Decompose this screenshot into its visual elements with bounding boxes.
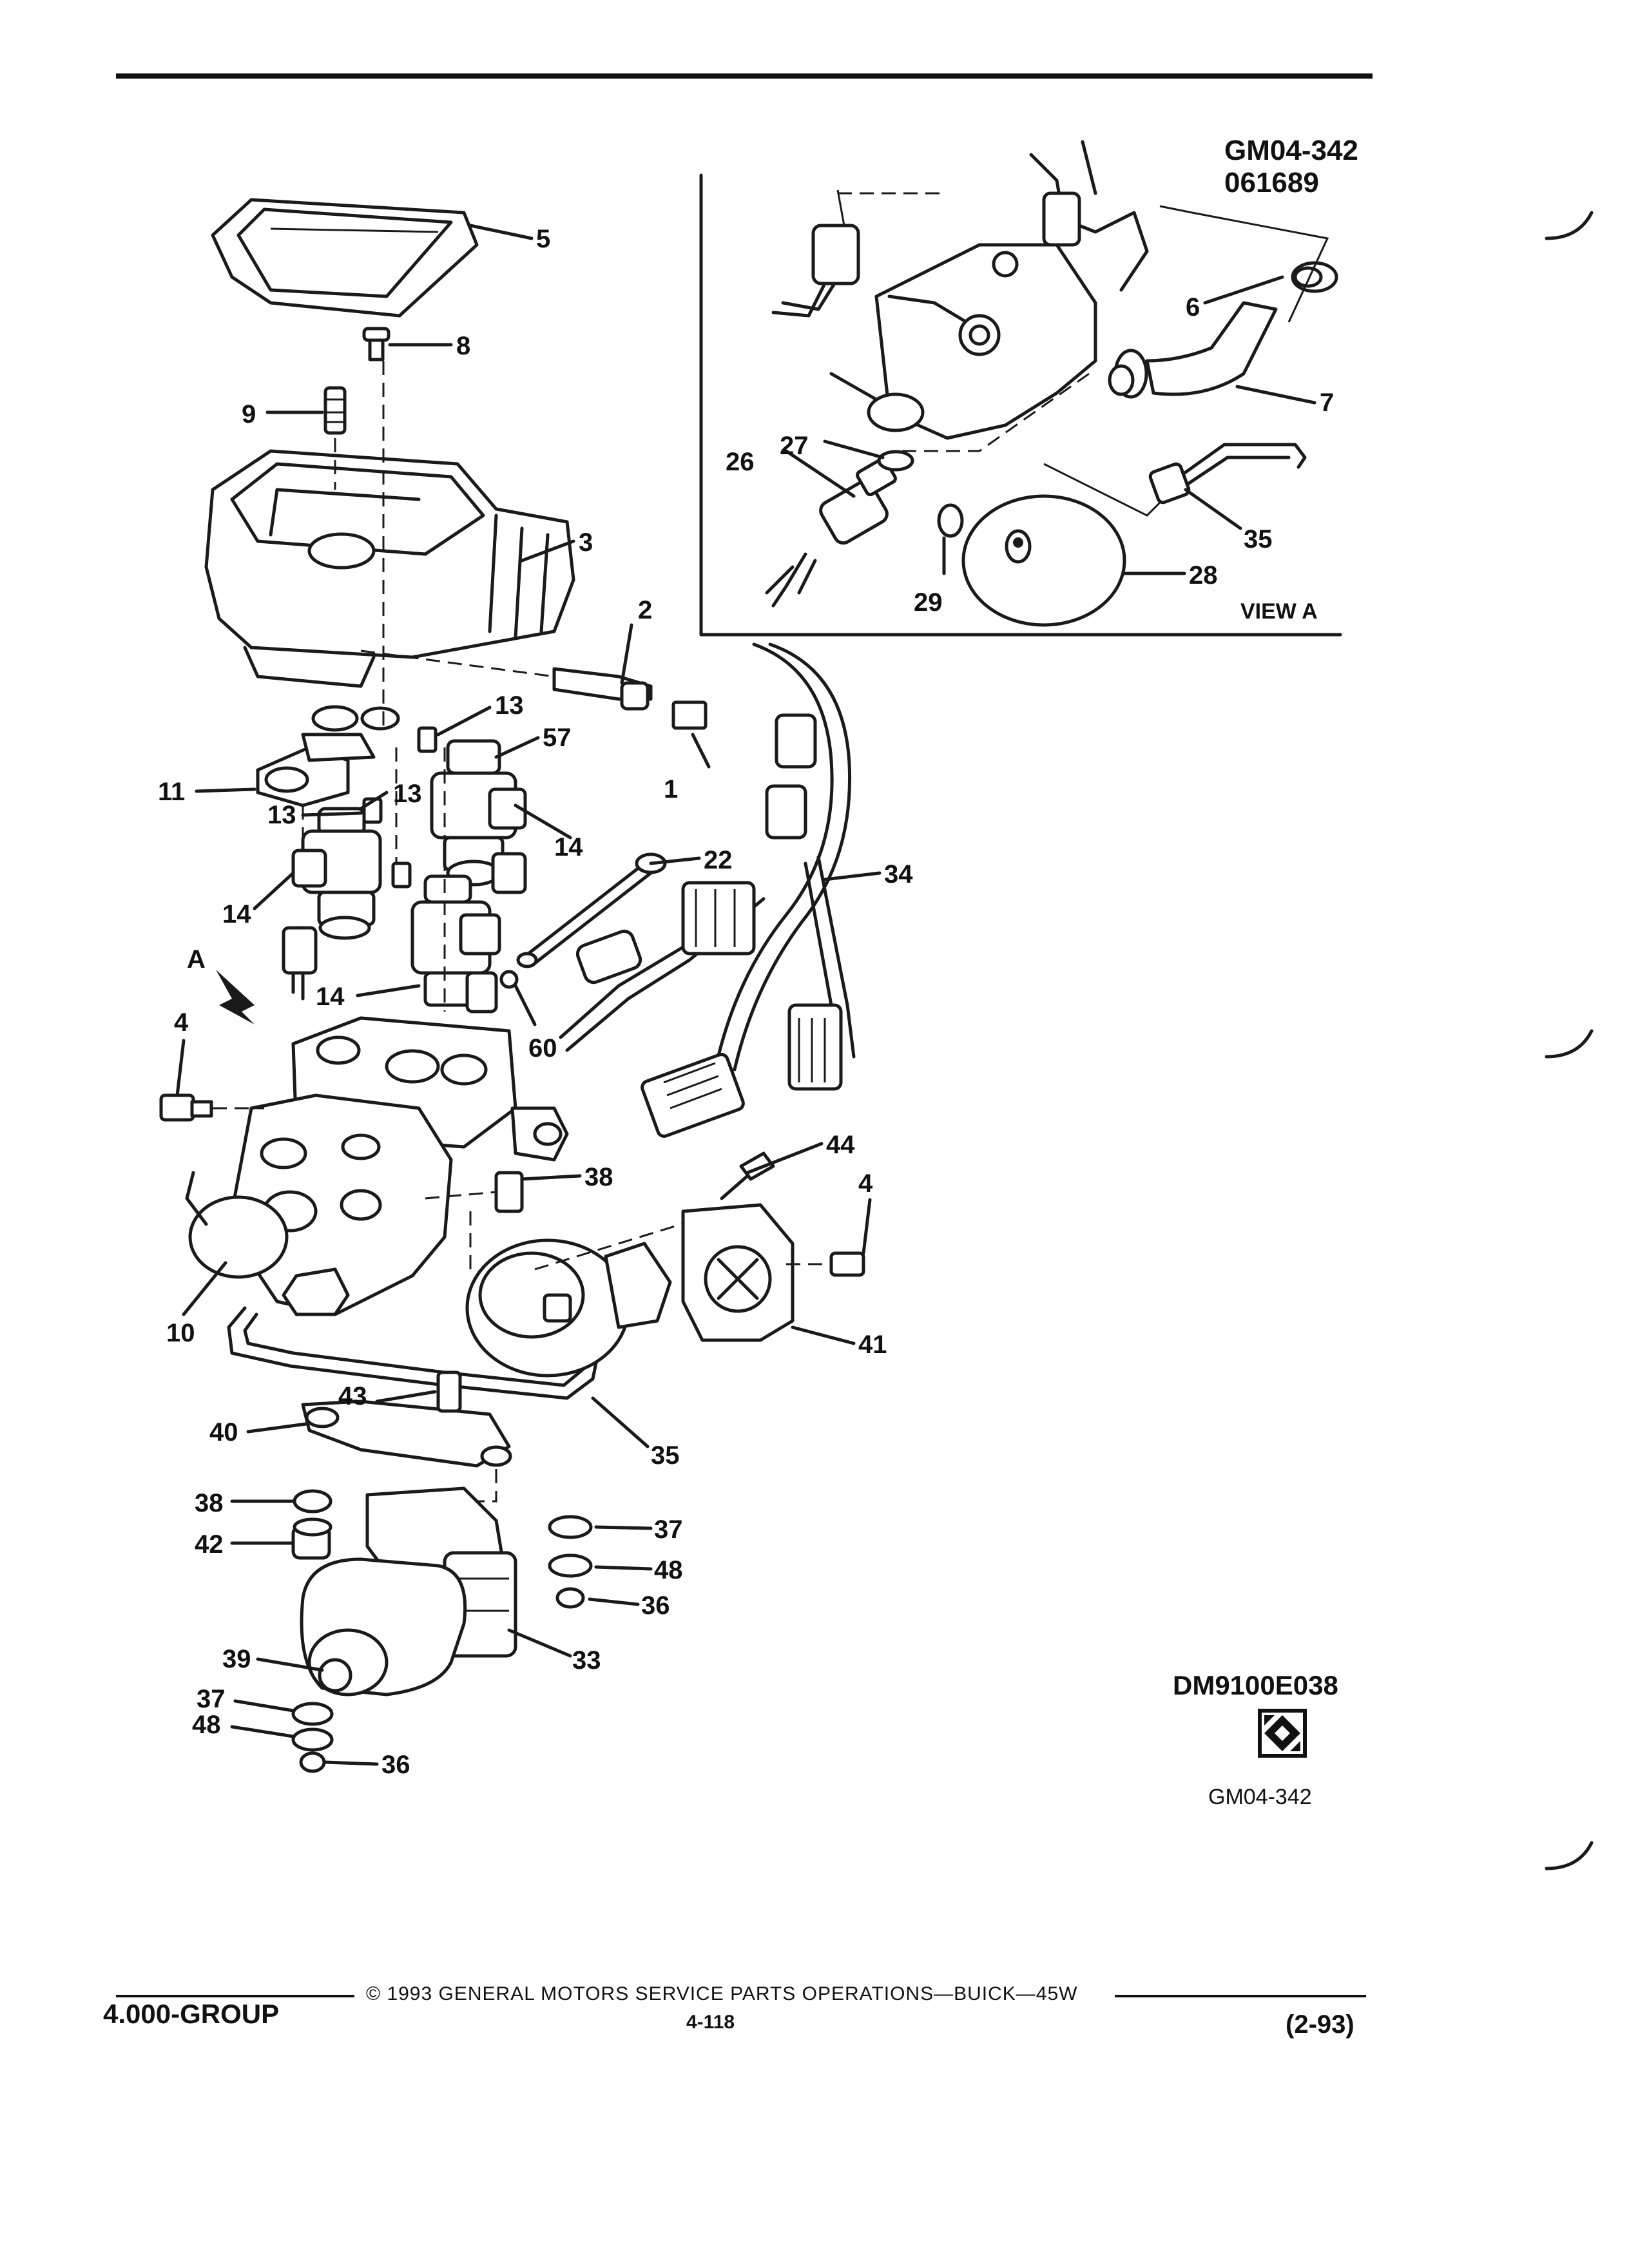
callout-27: 27 <box>780 432 809 460</box>
callout-36a: 36 <box>641 1591 670 1620</box>
view-a-label: VIEW A <box>1240 599 1318 624</box>
callout-26: 26 <box>726 448 755 476</box>
callout-40: 40 <box>209 1418 238 1446</box>
callout-14b: 14 <box>222 900 251 928</box>
callout-6: 6 <box>1186 293 1200 322</box>
callout-4b: 4 <box>858 1169 873 1198</box>
figure-id: 061689 <box>1224 167 1319 198</box>
callout-35a: 35 <box>1244 525 1273 553</box>
callout-7: 7 <box>1320 389 1334 417</box>
callout-4a: 4 <box>174 1008 189 1037</box>
callout-14a: 14 <box>554 833 583 861</box>
callouts: 6 7 26 27 28 29 35 5 8 9 3 2 13 57 11 13… <box>158 224 1334 1779</box>
callout-60: 60 <box>528 1034 557 1062</box>
callout-42: 42 <box>195 1530 224 1559</box>
callout-38b: 38 <box>195 1489 224 1517</box>
callout-34: 34 <box>884 860 913 889</box>
drawing-number: DM9100E038 <box>1173 1670 1338 1700</box>
callout-a: A <box>187 945 206 974</box>
callout-35b: 35 <box>651 1441 680 1470</box>
view-a-drawing <box>765 140 1338 627</box>
callout-28: 28 <box>1189 561 1218 590</box>
callout-36b: 36 <box>381 1751 410 1779</box>
callout-14c: 14 <box>316 983 345 1011</box>
callout-48b: 48 <box>192 1711 221 1739</box>
callout-8: 8 <box>456 332 470 360</box>
callout-48a: 48 <box>654 1556 683 1584</box>
main-drawing <box>159 198 865 1773</box>
callout-37a: 37 <box>654 1515 683 1544</box>
callout-13a: 13 <box>495 691 524 720</box>
callout-5: 5 <box>536 225 550 253</box>
callout-37b: 37 <box>197 1685 226 1713</box>
callout-1: 1 <box>664 775 678 803</box>
callout-41: 41 <box>858 1331 887 1359</box>
footer-copyright: © 1993 GENERAL MOTORS SERVICE PARTS OPER… <box>366 1983 1078 2004</box>
callout-3: 3 <box>579 528 593 557</box>
footer-page-number: 4-118 <box>686 2012 735 2033</box>
callout-13b: 13 <box>393 780 422 808</box>
footer-date: (2-93) <box>1286 2010 1354 2039</box>
callout-10: 10 <box>166 1319 195 1347</box>
callout-11: 11 <box>158 778 185 806</box>
binder-marks <box>1545 211 1594 1870</box>
callout-13c: 13 <box>267 801 296 829</box>
callout-44: 44 <box>826 1131 855 1159</box>
callout-38a: 38 <box>584 1163 613 1191</box>
footer-group: 4.000-GROUP <box>103 1999 280 2029</box>
callout-39: 39 <box>222 1645 251 1673</box>
view-a-frame <box>699 173 1342 637</box>
callout-22: 22 <box>704 846 733 874</box>
exploded-view-icon <box>1258 1709 1307 1758</box>
callout-29: 29 <box>914 588 943 617</box>
figure-code: GM04-342 <box>1224 135 1358 166</box>
reference-figure-code: GM04-342 <box>1208 1785 1312 1809</box>
callout-43: 43 <box>338 1382 367 1410</box>
callout-33: 33 <box>572 1646 601 1675</box>
callout-57: 57 <box>543 724 572 752</box>
callout-9: 9 <box>242 400 256 428</box>
callout-2: 2 <box>638 596 652 624</box>
